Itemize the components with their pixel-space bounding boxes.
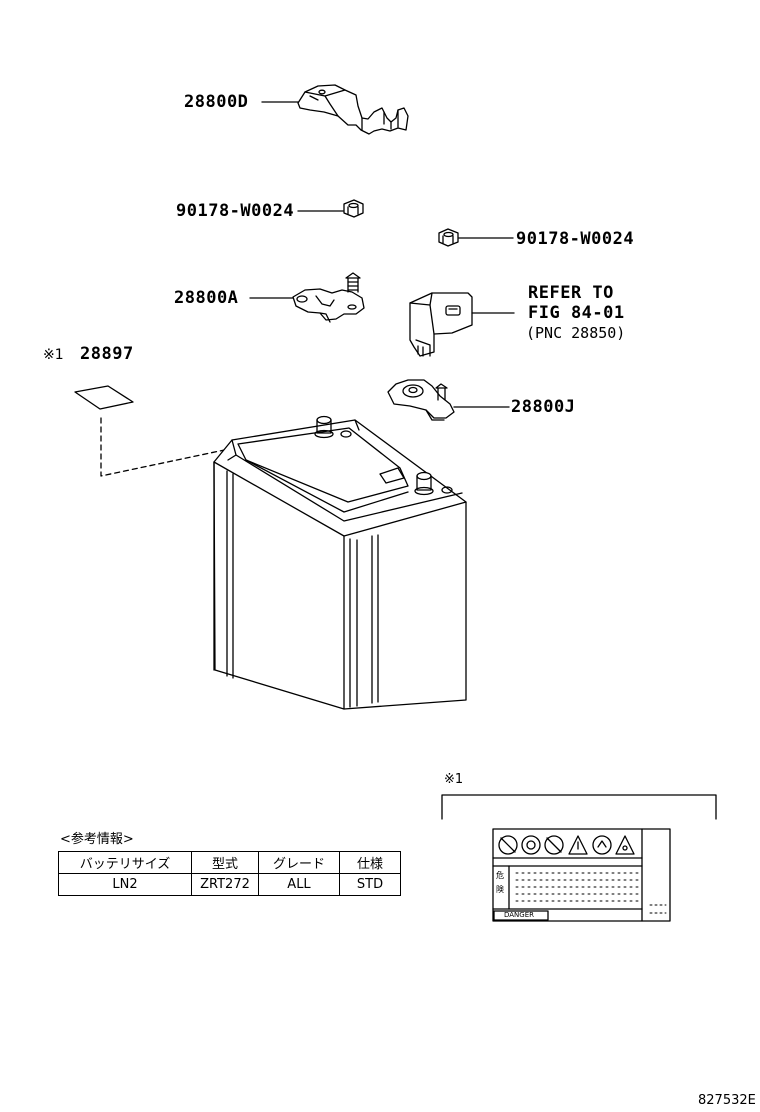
callout-28800A: 28800A xyxy=(174,288,239,308)
detail-note-mark: ※1 xyxy=(444,772,464,787)
terminal-clamp-28800A xyxy=(292,272,365,323)
terminal-clamp-28800J xyxy=(387,379,455,421)
label-sheet-28897 xyxy=(74,385,134,410)
refer-line-2: FIG 84-01 xyxy=(528,303,625,323)
header-battery-size: バッテリサイズ xyxy=(58,851,192,874)
note-mark-28897: ※1 xyxy=(43,347,64,363)
refer-line-3: (PNC 28850) xyxy=(526,324,626,342)
header-grade: グレード xyxy=(258,851,340,874)
refer-line-1: REFER TO xyxy=(528,283,614,303)
cell-model: ZRT272 xyxy=(191,873,259,896)
callout-28800D: 28800D xyxy=(184,92,249,112)
cell-spec: STD xyxy=(339,873,401,896)
label-title-char-2: 険 xyxy=(496,885,504,894)
figure-id: 827532E xyxy=(698,1093,756,1108)
detail-bracket xyxy=(441,794,717,820)
header-model: 型式 xyxy=(191,851,259,874)
callout-nut-left: 90178-W0024 xyxy=(176,201,295,221)
reference-title: <参考情報> xyxy=(60,832,134,847)
cell-battery-size: LN2 xyxy=(58,873,192,896)
callout-nut-right: 90178-W0024 xyxy=(516,229,635,249)
label-title-char-1: 危 xyxy=(496,871,504,880)
table-row: LN2 ZRT272 ALL STD xyxy=(58,873,401,896)
table-header-row: バッテリサイズ 型式 グレード 仕様 xyxy=(58,851,401,874)
reference-table: バッテリサイズ 型式 グレード 仕様 LN2 ZRT272 ALL STD xyxy=(58,851,401,896)
caution-label-detail xyxy=(492,828,671,922)
nut-right xyxy=(438,228,459,247)
dashed-leader-28897 xyxy=(100,417,344,477)
cell-grade: ALL xyxy=(258,873,340,896)
nut-left xyxy=(343,199,364,218)
label-danger-text: DANGER xyxy=(504,911,535,919)
header-spec: 仕様 xyxy=(339,851,401,874)
connector-block xyxy=(409,292,473,357)
battery xyxy=(213,415,467,710)
terminal-cover-28800D xyxy=(297,84,409,135)
callout-28897: 28897 xyxy=(80,344,134,364)
callout-28800J: 28800J xyxy=(511,397,576,417)
